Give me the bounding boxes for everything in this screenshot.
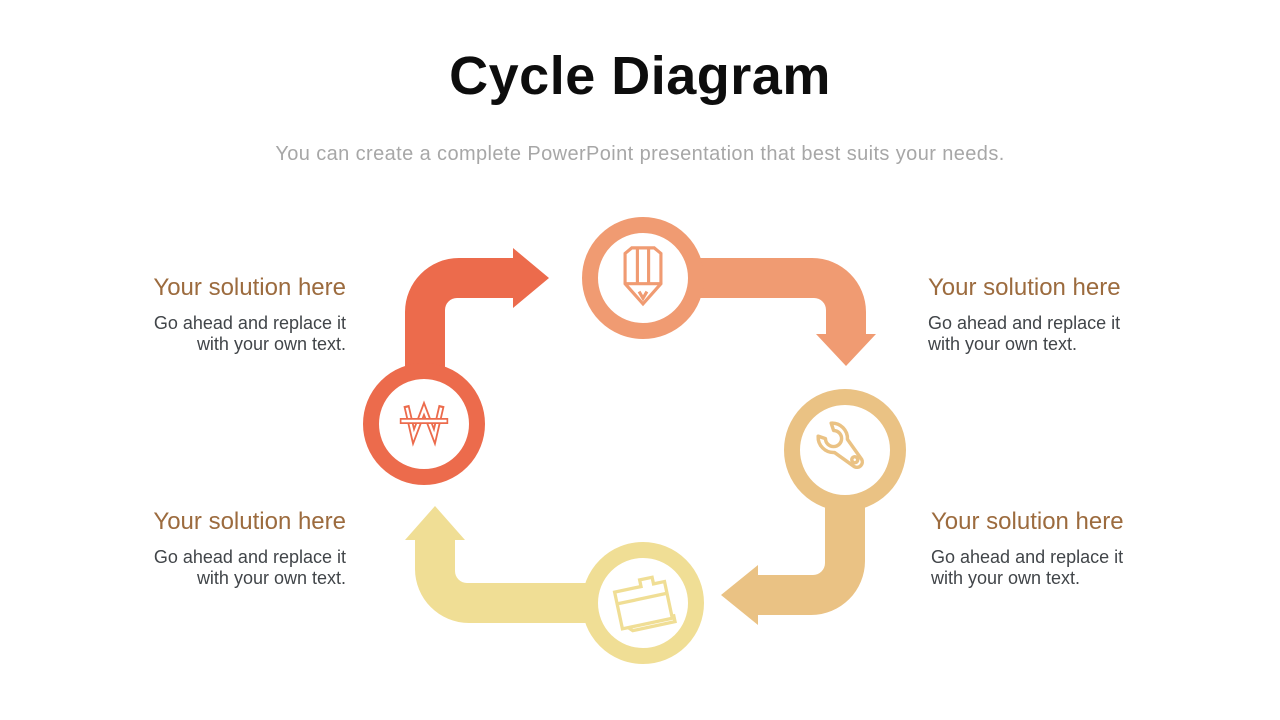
- pencil-icon: [623, 246, 663, 307]
- wrench-icon: [816, 421, 864, 469]
- cycle-arrow-step4: [405, 506, 594, 623]
- solution-body: Go ahead and replace it with your own te…: [153, 313, 346, 354]
- page-subtitle: You can create a complete PowerPoint pre…: [275, 143, 1005, 165]
- solution-body: Go ahead and replace it with your own te…: [153, 547, 346, 588]
- solution-block-bottom-right: Your solution here Go ahead and replace …: [931, 508, 1153, 589]
- solution-heading: Your solution here: [931, 508, 1124, 535]
- cycle-arrow-step1: [405, 248, 549, 375]
- cycle-node-folder: [582, 542, 704, 664]
- cycle-node-pencil: [582, 217, 704, 339]
- solution-block-top-right: Your solution here Go ahead and replace …: [928, 274, 1150, 355]
- solution-heading: Your solution here: [153, 508, 346, 535]
- solution-body: Go ahead and replace it with your own te…: [928, 313, 1121, 354]
- cycle-node-wrench: [784, 389, 906, 511]
- page-title: Cycle Diagram: [449, 46, 831, 106]
- solution-block-top-left: Your solution here Go ahead and replace …: [124, 274, 346, 355]
- cycle-arrow-step3: [721, 499, 865, 625]
- solution-body: Go ahead and replace it with your own te…: [931, 547, 1124, 588]
- cycle-arrow-step2: [694, 258, 876, 366]
- solution-block-bottom-left: Your solution here Go ahead and replace …: [124, 508, 346, 589]
- solution-heading: Your solution here: [928, 274, 1121, 301]
- folder-icon: [612, 575, 677, 633]
- won-currency-icon: [399, 400, 449, 447]
- solution-heading: Your solution here: [153, 274, 346, 301]
